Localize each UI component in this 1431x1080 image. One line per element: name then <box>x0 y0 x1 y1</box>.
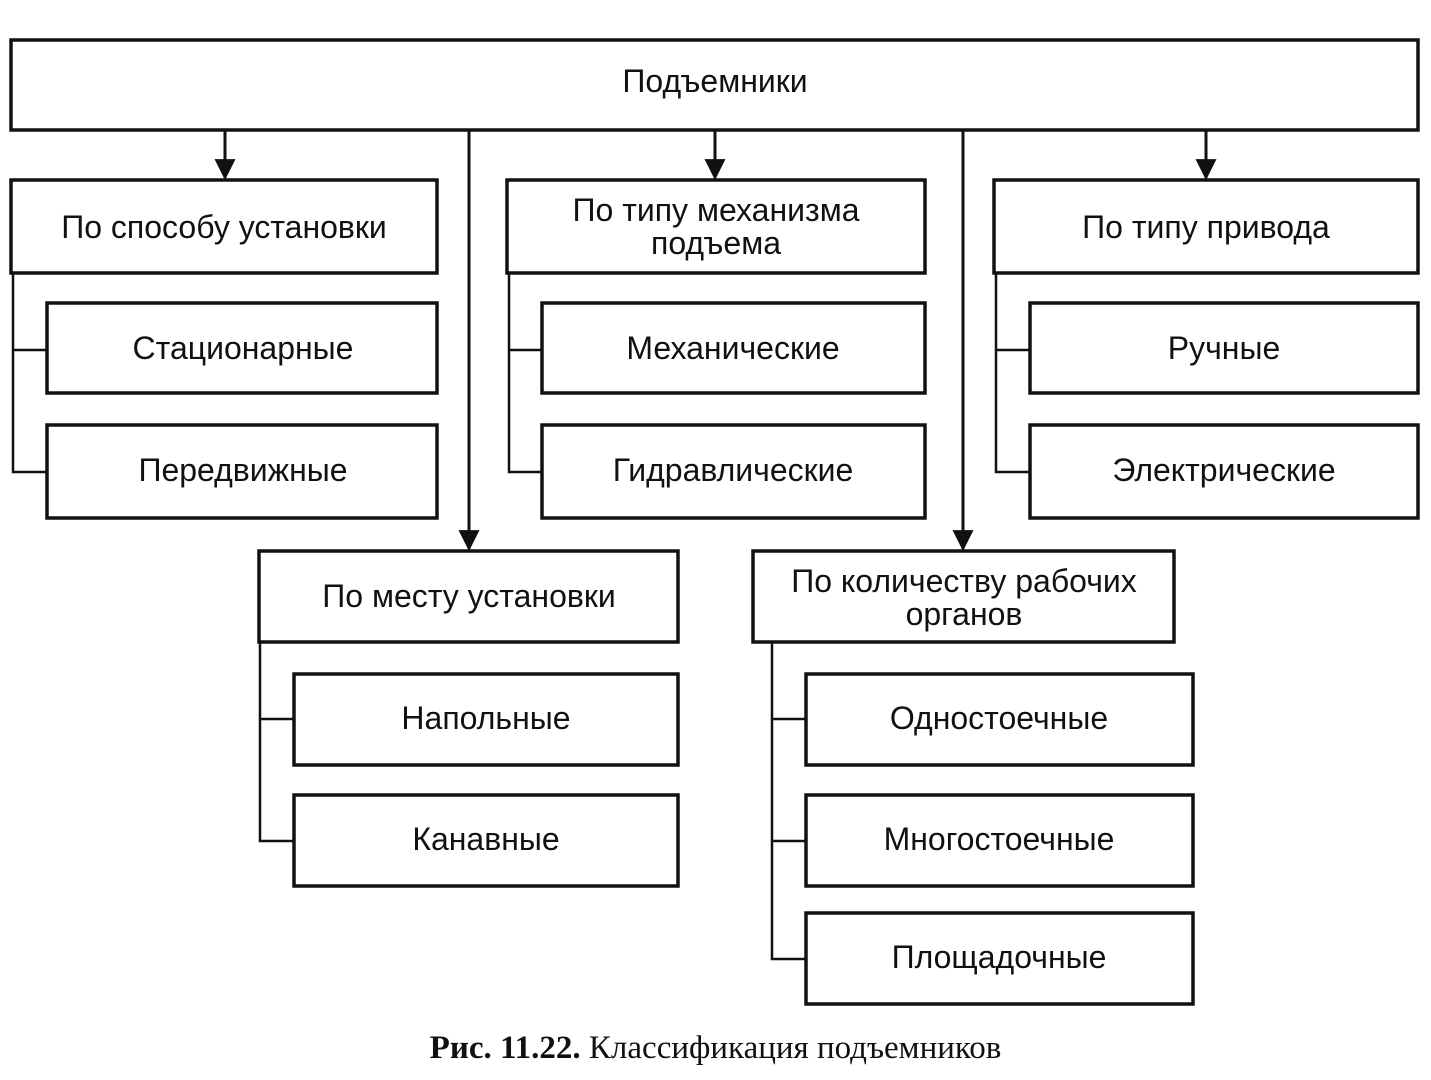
connector-lift-mechanism <box>507 273 542 474</box>
item-label-manual: Ручные <box>1168 330 1280 366</box>
item-label-mobile: Передвижные <box>138 452 347 488</box>
category-box-drive-type <box>992 178 1420 275</box>
category-title-drive-type: По типу привода <box>1082 209 1330 245</box>
category-box-installation-place <box>257 549 680 644</box>
item-box-pit <box>292 793 680 888</box>
category-box-installation-method <box>9 178 439 275</box>
root-label: Подъемники <box>622 63 807 99</box>
connector-installation-place <box>258 642 294 843</box>
item-label-single-post: Одностоечные <box>890 700 1108 736</box>
classification-diagram: Подъемники По способу установки По типу … <box>9 38 1420 1006</box>
item-box-stationary <box>45 301 439 395</box>
item-label-pit: Канавные <box>412 821 559 857</box>
item-box-hydraulic <box>540 423 927 520</box>
item-box-floor <box>292 672 680 767</box>
category-title-working-units-line2: органов <box>906 596 1023 632</box>
item-box-single-post <box>804 672 1195 767</box>
item-label-mechanical: Механические <box>626 330 839 366</box>
category-title-lift-mechanism-line2: подъема <box>651 225 781 261</box>
item-box-electric <box>1028 423 1420 520</box>
connector-installation-method <box>11 273 47 474</box>
item-label-stationary: Стационарные <box>133 330 354 366</box>
connector-working-units <box>770 642 806 961</box>
figure-caption-label: Рис. 11.22. <box>429 1030 581 1066</box>
item-label-hydraulic: Гидравлические <box>613 452 854 488</box>
item-box-manual <box>1028 301 1420 395</box>
root-box <box>9 38 1420 132</box>
category-title-installation-place: По месту установки <box>322 578 615 614</box>
category-title-lift-mechanism-line1: По типу механизма <box>573 192 860 228</box>
item-label-floor: Напольные <box>401 700 570 736</box>
item-label-multi-post: Многостоечные <box>884 821 1115 857</box>
item-box-mechanical <box>540 301 927 395</box>
figure-caption-text: Классификация подъемников <box>588 1030 1002 1066</box>
item-label-platform: Площадочные <box>892 939 1107 975</box>
connector-drive-type <box>994 273 1030 474</box>
category-box-working-units <box>751 549 1176 644</box>
category-title-installation-method: По способу установки <box>61 209 387 245</box>
item-label-electric: Электрические <box>1112 452 1335 488</box>
category-title-working-units-line1: По количеству рабочих <box>791 563 1137 599</box>
figure-caption: Рис. 11.22. Классификация подъемников <box>0 1030 1431 1067</box>
